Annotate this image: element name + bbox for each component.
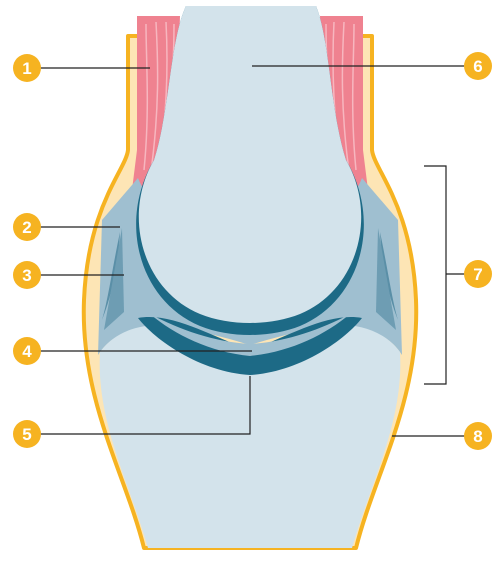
label-4: 4: [13, 337, 41, 365]
label-7: 7: [464, 260, 492, 288]
bracket-7: [424, 166, 446, 384]
label-6-text: 6: [473, 57, 482, 76]
label-5: 5: [13, 420, 41, 448]
label-1-text: 1: [22, 59, 31, 78]
label-1: 1: [13, 54, 41, 82]
label-8: 8: [464, 422, 492, 450]
label-6: 6: [464, 52, 492, 80]
label-4-text: 4: [22, 342, 32, 361]
label-3: 3: [13, 261, 41, 289]
label-3-text: 3: [22, 266, 31, 285]
label-5-text: 5: [22, 425, 31, 444]
label-2-text: 2: [22, 218, 31, 237]
label-8-text: 8: [473, 427, 482, 446]
label-7-text: 7: [473, 265, 482, 284]
label-2: 2: [13, 213, 41, 241]
